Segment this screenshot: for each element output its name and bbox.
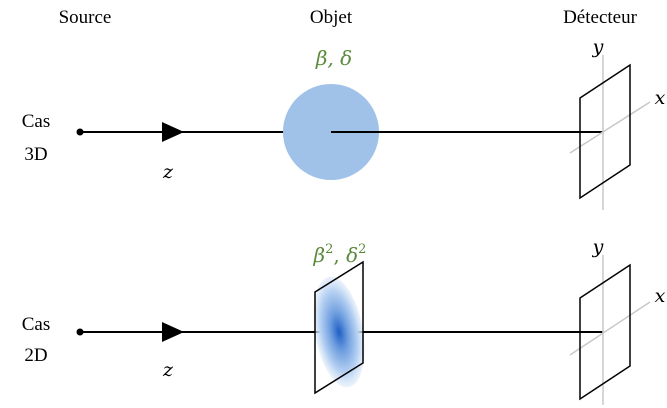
- detector-plane-2d: [579, 263, 631, 401]
- case-3d-label-line2: 3D: [24, 144, 47, 165]
- source-point-3d: [76, 128, 84, 136]
- object-params-3d: β, δ: [315, 46, 352, 70]
- beam-arrow-3d: [162, 122, 184, 142]
- case-2d: Cas 2D z β2, δ2 y x: [22, 236, 666, 405]
- header-source: Source: [59, 7, 112, 28]
- param-delta: δ: [346, 243, 358, 267]
- object-params-2d: β2, δ2: [313, 242, 367, 267]
- detector-axis-x-3d: [569, 101, 651, 154]
- case-2d-label-line1: Cas: [22, 314, 51, 335]
- header-object: Objet: [310, 7, 353, 28]
- axis-y-3d: y: [592, 36, 604, 58]
- axis-z-3d: z: [162, 161, 174, 183]
- param-beta-exponent: 2: [325, 242, 333, 257]
- object-plane-2d: [314, 260, 364, 395]
- axis-y-2d: y: [592, 236, 604, 258]
- detector-axis-x-2d: [569, 301, 651, 356]
- case-3d-label-line1: Cas: [22, 111, 51, 132]
- detector-plane-3d: [579, 63, 631, 200]
- header-detector: Détecteur: [563, 7, 638, 28]
- param-delta-exponent: 2: [358, 242, 366, 257]
- case-3d: Cas 3D z β, δ y x: [22, 36, 666, 210]
- axis-x-2d: x: [655, 285, 666, 307]
- source-point-2d: [76, 328, 84, 336]
- beam-arrow-2d: [162, 322, 184, 342]
- param-separator: ,: [333, 243, 346, 267]
- axis-x-3d: x: [655, 87, 666, 109]
- case-2d-label-line2: 2D: [24, 345, 47, 366]
- detector-2d: y x: [569, 236, 666, 405]
- axis-z-2d: z: [162, 359, 174, 381]
- detector-3d: y x: [569, 36, 666, 210]
- param-beta: β: [313, 243, 326, 267]
- object-slice: [313, 276, 365, 388]
